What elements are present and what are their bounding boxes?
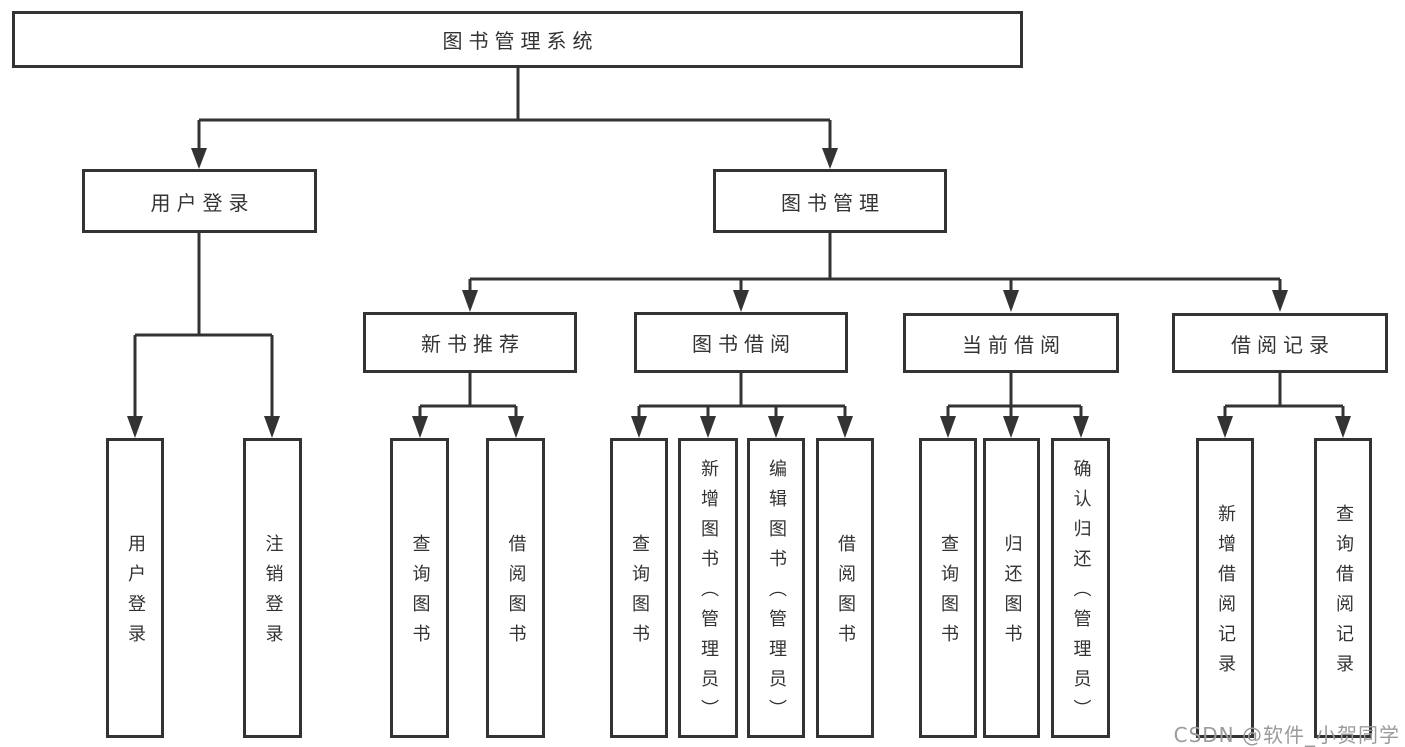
node-book-management: 图书管理 bbox=[713, 169, 947, 233]
node-borrowing-records: 借阅记录 bbox=[1172, 313, 1388, 373]
leaf-logout: 注销登录 bbox=[243, 438, 302, 738]
leaf-query-borrow-record: 查询借阅记录 bbox=[1314, 438, 1372, 738]
node-user-login: 用户登录 bbox=[82, 169, 317, 233]
leaf-query-books-recommend: 查询图书 bbox=[390, 438, 449, 738]
connector-book-management bbox=[462, 232, 1288, 312]
node-book-borrowing: 图书借阅 bbox=[634, 312, 848, 373]
leaf-borrow-books-recommend: 借阅图书 bbox=[486, 438, 545, 738]
node-library-system: 图书管理系统 bbox=[12, 11, 1023, 68]
connector-new-book-recommend bbox=[412, 373, 524, 438]
leaf-borrow-books-borrowing: 借阅图书 bbox=[816, 438, 874, 738]
connector-borrowing-records bbox=[1217, 373, 1351, 438]
node-new-book-recommend: 新书推荐 bbox=[363, 312, 577, 373]
leaf-confirm-return-admin: 确认归还（管理员） bbox=[1051, 438, 1110, 738]
leaf-user-login: 用户登录 bbox=[106, 438, 164, 738]
connector-current-borrowing bbox=[940, 373, 1089, 438]
connector-root-to-level2 bbox=[191, 68, 838, 169]
connector-book-borrowing bbox=[631, 373, 853, 438]
leaf-query-books-current: 查询图书 bbox=[919, 438, 977, 738]
node-current-borrowing: 当前借阅 bbox=[903, 313, 1119, 373]
leaf-edit-book-admin: 编辑图书（管理员） bbox=[747, 438, 805, 738]
leaf-add-book-admin: 新增图书（管理员） bbox=[678, 438, 738, 738]
leaf-add-borrow-record: 新增借阅记录 bbox=[1196, 438, 1254, 738]
leaf-return-book: 归还图书 bbox=[983, 438, 1040, 738]
watermark-text: CSDN @软件_小贺同学 bbox=[1173, 723, 1400, 747]
leaf-query-books-borrowing: 查询图书 bbox=[610, 438, 668, 738]
connector-user-login bbox=[127, 232, 280, 438]
